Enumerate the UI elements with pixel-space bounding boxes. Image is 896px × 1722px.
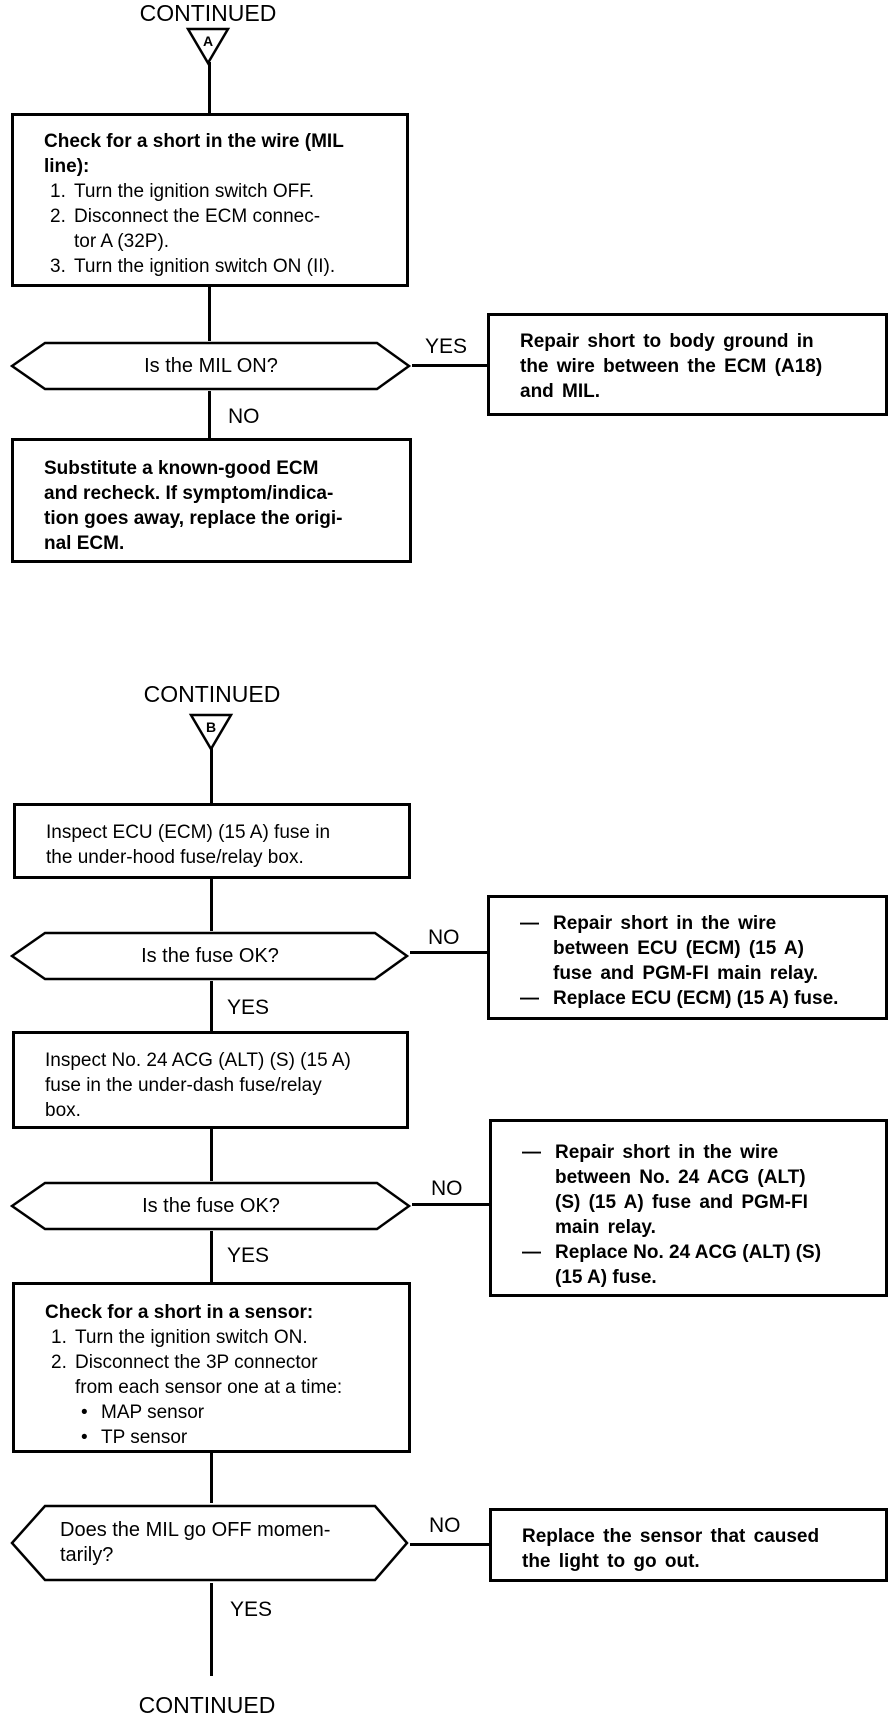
- dash-text: Replace No. 24 ACG (ALT) (S) (15 A) fuse…: [555, 1242, 822, 1288]
- action-box-fuse2-no: — Repair short in the wire between No. 2…: [489, 1119, 888, 1297]
- dash-item: — Replace No. 24 ACG (ALT) (S) (15 A) fu…: [522, 1240, 877, 1290]
- flow-line: [410, 1543, 489, 1546]
- list-item: 1. Turn the ignition switch OFF.: [44, 179, 396, 204]
- flow-line: [210, 1231, 213, 1282]
- action-text: Repair short to body ground in the wire …: [520, 331, 823, 402]
- flow-line: [210, 748, 213, 803]
- dash-marker: —: [520, 988, 539, 1009]
- connector-triangle-b: B: [188, 713, 234, 752]
- no-label: NO: [429, 1514, 461, 1537]
- connector-letter-b: B: [206, 719, 216, 735]
- list-text: Disconnect the ECM connec- tor A (32P).: [74, 206, 321, 252]
- action-text: Substitute a known-good ECM and recheck.…: [44, 458, 343, 554]
- process-text: Inspect No. 24 ACG (ALT) (S) (15 A) fuse…: [45, 1050, 351, 1121]
- flow-line: [210, 879, 213, 931]
- flow-line: [210, 1583, 213, 1676]
- process-box-heading: Check for a short in the wire (MIL line)…: [44, 131, 344, 177]
- yes-label: YES: [227, 996, 270, 1019]
- flow-line: [210, 981, 213, 1031]
- process-box-inspect-acg-fuse: Inspect No. 24 ACG (ALT) (S) (15 A) fuse…: [12, 1031, 409, 1129]
- dash-item: — Repair short in the wire between ECU (…: [520, 911, 877, 986]
- decision-text: Is the fuse OK?: [142, 1194, 280, 1217]
- decision-hexagon-fuse-ok-2: Is the fuse OK?: [10, 1181, 412, 1231]
- flow-line: [210, 1129, 213, 1181]
- dash-marker: —: [520, 913, 539, 934]
- dash-item: — Replace ECU (ECM) (15 A) fuse.: [520, 986, 877, 1011]
- decision-hexagon-fuse-ok-1: Is the fuse OK?: [10, 931, 410, 981]
- action-box-fuse1-no: — Repair short in the wire between ECU (…: [487, 895, 888, 1020]
- continued-label-b: CONTINUED: [143, 681, 281, 707]
- yes-label: YES: [227, 1244, 270, 1267]
- bullet-item: • TP sensor: [81, 1425, 400, 1450]
- list-number: 1.: [50, 181, 66, 202]
- dash-text: Repair short in the wire between ECU (EC…: [553, 913, 819, 984]
- list-number: 1.: [51, 1327, 67, 1348]
- process-box-heading: Check for a short in a sensor:: [45, 1302, 314, 1323]
- list-item: 1. Turn the ignition switch ON.: [45, 1325, 400, 1350]
- process-box-inspect-ecu-fuse: Inspect ECU (ECM) (15 A) fuse in the und…: [13, 803, 411, 879]
- flow-line: [410, 951, 487, 954]
- decision-hexagon-mil-off: Does the MIL go OFF momen- tarily?: [10, 1503, 410, 1583]
- list-item: 2. Disconnect the 3P connector from each…: [45, 1350, 400, 1400]
- flow-line: [208, 287, 211, 341]
- action-box-repair-short-body-ground: Repair short to body ground in the wire …: [487, 313, 888, 416]
- flow-line: [412, 1203, 489, 1206]
- dash-item: — Repair short in the wire between No. 2…: [522, 1140, 877, 1240]
- connector-triangle-a: A: [185, 27, 231, 66]
- process-text: Inspect ECU (ECM) (15 A) fuse in the und…: [46, 822, 331, 868]
- action-text: Replace the sensor that caused the light…: [522, 1526, 820, 1572]
- action-box-replace-sensor: Replace the sensor that caused the light…: [489, 1508, 888, 1582]
- list-text: Turn the ignition switch OFF.: [74, 181, 315, 202]
- bullet-text: MAP sensor: [101, 1402, 205, 1423]
- decision-text: Does the MIL go OFF momen- tarily?: [60, 1519, 331, 1566]
- list-item: 2. Disconnect the ECM connec- tor A (32P…: [44, 204, 396, 254]
- decision-text: Is the fuse OK?: [141, 944, 279, 967]
- decision-text: Is the MIL ON?: [144, 354, 278, 377]
- list-number: 3.: [50, 256, 66, 277]
- list-number: 2.: [51, 1352, 67, 1373]
- list-text: Turn the ignition switch ON (II).: [74, 256, 336, 277]
- no-label: NO: [431, 1177, 463, 1200]
- yes-label: YES: [230, 1598, 273, 1621]
- continued-label-bottom: CONTINUED: [138, 1692, 276, 1718]
- flow-line: [210, 1453, 213, 1503]
- flow-line: [208, 62, 211, 114]
- dash-marker: —: [522, 1142, 541, 1163]
- list-text: Disconnect the 3P connector from each se…: [75, 1352, 343, 1398]
- bullet-item: • MAP sensor: [81, 1400, 400, 1425]
- yes-label: YES: [425, 335, 468, 358]
- flow-line: [208, 391, 211, 438]
- no-label: NO: [428, 926, 460, 949]
- bullet-marker: •: [81, 1427, 88, 1448]
- list-item: 3. Turn the ignition switch ON (II).: [44, 254, 396, 279]
- process-box-check-short-mil-wire: Check for a short in the wire (MIL line)…: [11, 113, 409, 287]
- action-box-substitute-ecm: Substitute a known-good ECM and recheck.…: [11, 438, 412, 563]
- flow-line: [412, 364, 487, 367]
- dash-text: Repair short in the wire between No. 24 …: [555, 1142, 808, 1238]
- connector-letter-a: A: [203, 33, 213, 49]
- decision-hexagon-mil-on: Is the MIL ON?: [10, 341, 412, 391]
- bullet-text: TP sensor: [101, 1427, 188, 1448]
- dash-text: Replace ECU (ECM) (15 A) fuse.: [553, 988, 839, 1009]
- no-label: NO: [228, 405, 260, 428]
- process-box-check-short-sensor: Check for a short in a sensor: 1. Turn t…: [12, 1282, 411, 1453]
- continued-label-a: CONTINUED: [139, 0, 277, 26]
- list-text: Turn the ignition switch ON.: [75, 1327, 308, 1348]
- bullet-marker: •: [81, 1402, 88, 1423]
- dash-marker: —: [522, 1242, 541, 1263]
- list-number: 2.: [50, 206, 66, 227]
